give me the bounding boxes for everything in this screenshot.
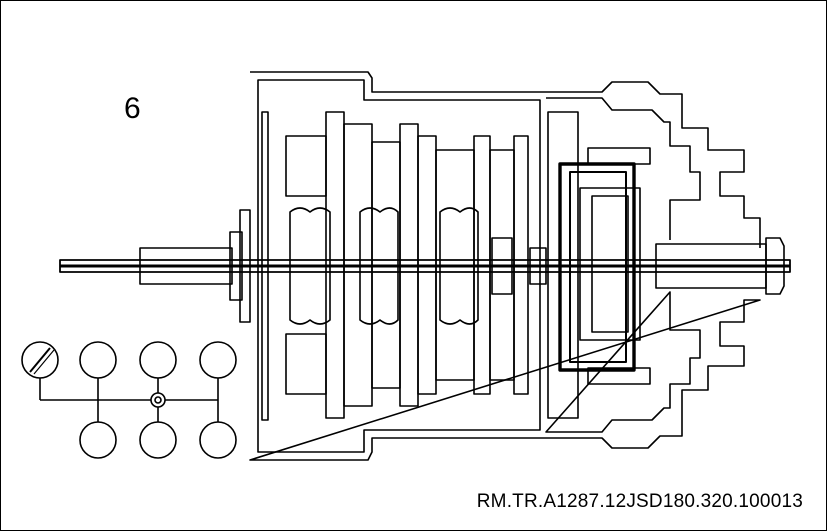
shaft-collar-2	[529, 247, 547, 285]
synchro-ring-b	[359, 207, 399, 325]
input-shaft-step	[139, 247, 233, 285]
gear-1-upper	[285, 135, 327, 197]
clutch-inner	[591, 195, 629, 333]
gear-1-lower	[285, 333, 327, 395]
reference-code: RM.TR.A1287.12JSD180.320.100013	[476, 491, 803, 512]
shift-position-5-icon	[199, 341, 237, 379]
bearing-housing-outline	[545, 97, 701, 433]
shaft-collar	[491, 237, 513, 295]
shift-position-2-icon	[79, 421, 117, 459]
synchro-ring-c	[439, 207, 479, 325]
shift-position-6-icon	[199, 421, 237, 459]
reverse-slash	[29, 347, 51, 373]
shift-position-3-icon	[139, 341, 177, 379]
shift-position-1-icon	[79, 341, 117, 379]
step-number: 6	[124, 92, 141, 125]
rear-piston	[587, 147, 651, 385]
housing-outline	[249, 71, 761, 461]
gear-shift-pattern-icon	[21, 341, 237, 459]
shift-position-4-icon	[139, 421, 177, 459]
neutral-position-icon	[150, 392, 166, 408]
synchro-ring-a	[289, 207, 331, 325]
clutch-pack	[579, 187, 641, 341]
output-spline-end	[765, 237, 785, 295]
housing-inner-outline	[257, 79, 541, 453]
